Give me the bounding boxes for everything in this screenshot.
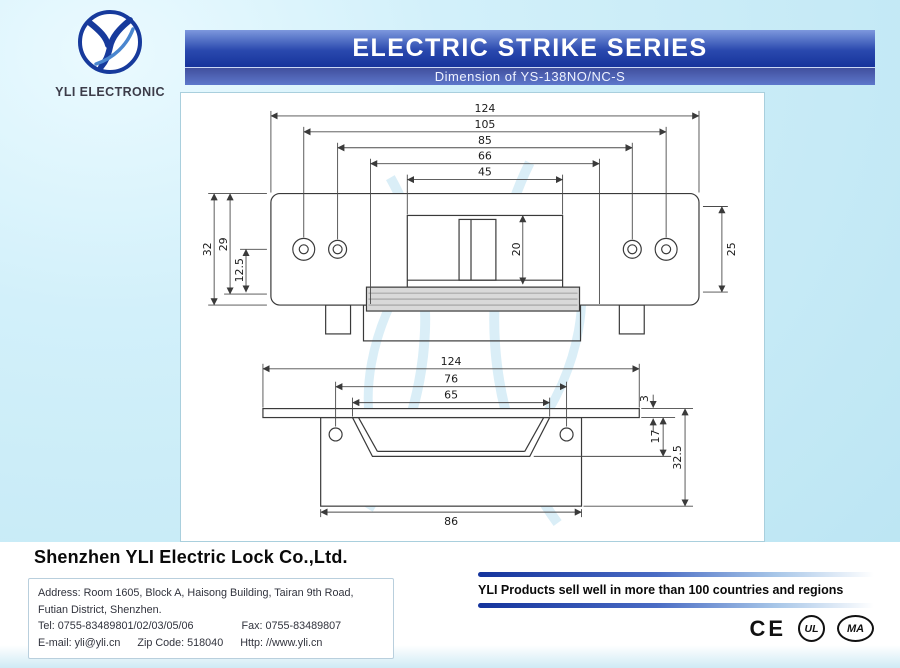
tagline-text: YLI Products sell well in more than 100 … [478, 583, 844, 597]
http-text: Http: //www.yli.cn [240, 637, 323, 650]
dim-label-top-45: 45 [478, 166, 492, 179]
dim-label-top-124: 124 [474, 102, 495, 115]
ce-mark-icon: CE [749, 615, 786, 641]
banner-title: ELECTRIC STRIKE SERIES [185, 30, 875, 67]
logo-text: YLI ELECTRONIC [55, 85, 165, 99]
dim-label-bottom-76: 76 [444, 373, 458, 386]
dim-label-bottom-3: 3 [638, 395, 651, 402]
gradient-bar-bottom [478, 603, 874, 608]
dim-label-top-25: 25 [725, 242, 738, 256]
fax-text: Fax: 0755-83489807 [241, 620, 342, 633]
bottom-view-dimensions [262, 363, 694, 518]
address-line-1: Address: Room 1605, Block A, Haisong Bui… [38, 587, 354, 599]
technical-drawing: 124 105 85 66 45 32 29 12.5 20 25 124 76… [201, 102, 738, 528]
dim-label-bottom-65: 65 [444, 389, 458, 402]
bottom-view-geometry [262, 407, 640, 507]
gradient-bar-top [478, 572, 874, 577]
ma-mark-icon: MA [837, 615, 874, 642]
tagline-block: YLI Products sell well in more than 100 … [478, 572, 874, 642]
address-line-2: Futian District, Shenzhen. [38, 603, 162, 616]
yli-logo-icon [78, 10, 142, 74]
tel-text: Tel: 0755-83489801/02/03/05/06 [38, 620, 194, 633]
top-view-geometry [270, 192, 700, 342]
dim-label-top-66: 66 [478, 150, 492, 163]
ul-mark-icon: UL [798, 615, 825, 642]
footer: Shenzhen YLI Electric Lock Co.,Ltd. Addr… [0, 542, 900, 668]
zip-text: Zip Code: 518040 [137, 637, 224, 650]
dim-label-bottom-32-5: 32.5 [671, 445, 684, 469]
dim-label-bottom-86: 86 [444, 515, 458, 528]
company-name: Shenzhen YLI Electric Lock Co.,Ltd. [34, 547, 348, 567]
dim-label-top-32: 32 [201, 242, 214, 256]
dimension-labels: 124 105 85 66 45 32 29 12.5 20 25 124 76… [201, 102, 738, 528]
drawing-panel: 124 105 85 66 45 32 29 12.5 20 25 124 76… [180, 92, 765, 542]
title-banner: ELECTRIC STRIKE SERIES Dimension of YS-1… [185, 30, 875, 85]
dim-label-top-105: 105 [474, 118, 495, 131]
dim-label-top-29: 29 [217, 237, 230, 251]
dim-label-top-85: 85 [478, 134, 492, 147]
certification-marks: CE UL MA [478, 615, 874, 642]
top-view-dimensions [208, 110, 728, 306]
dim-label-top-20: 20 [510, 242, 523, 256]
address-box: Address: Room 1605, Block A, Haisong Bui… [28, 578, 394, 659]
logo-block: YLI ELECTRONIC [40, 6, 180, 99]
banner-subtitle: Dimension of YS-138NO/NC-S [185, 67, 875, 85]
email-text: E-mail: yli@yli.cn [38, 637, 121, 650]
dim-label-top-12-5: 12.5 [233, 258, 246, 282]
dim-label-bottom-17: 17 [649, 429, 662, 443]
dim-label-bottom-124: 124 [441, 355, 462, 368]
